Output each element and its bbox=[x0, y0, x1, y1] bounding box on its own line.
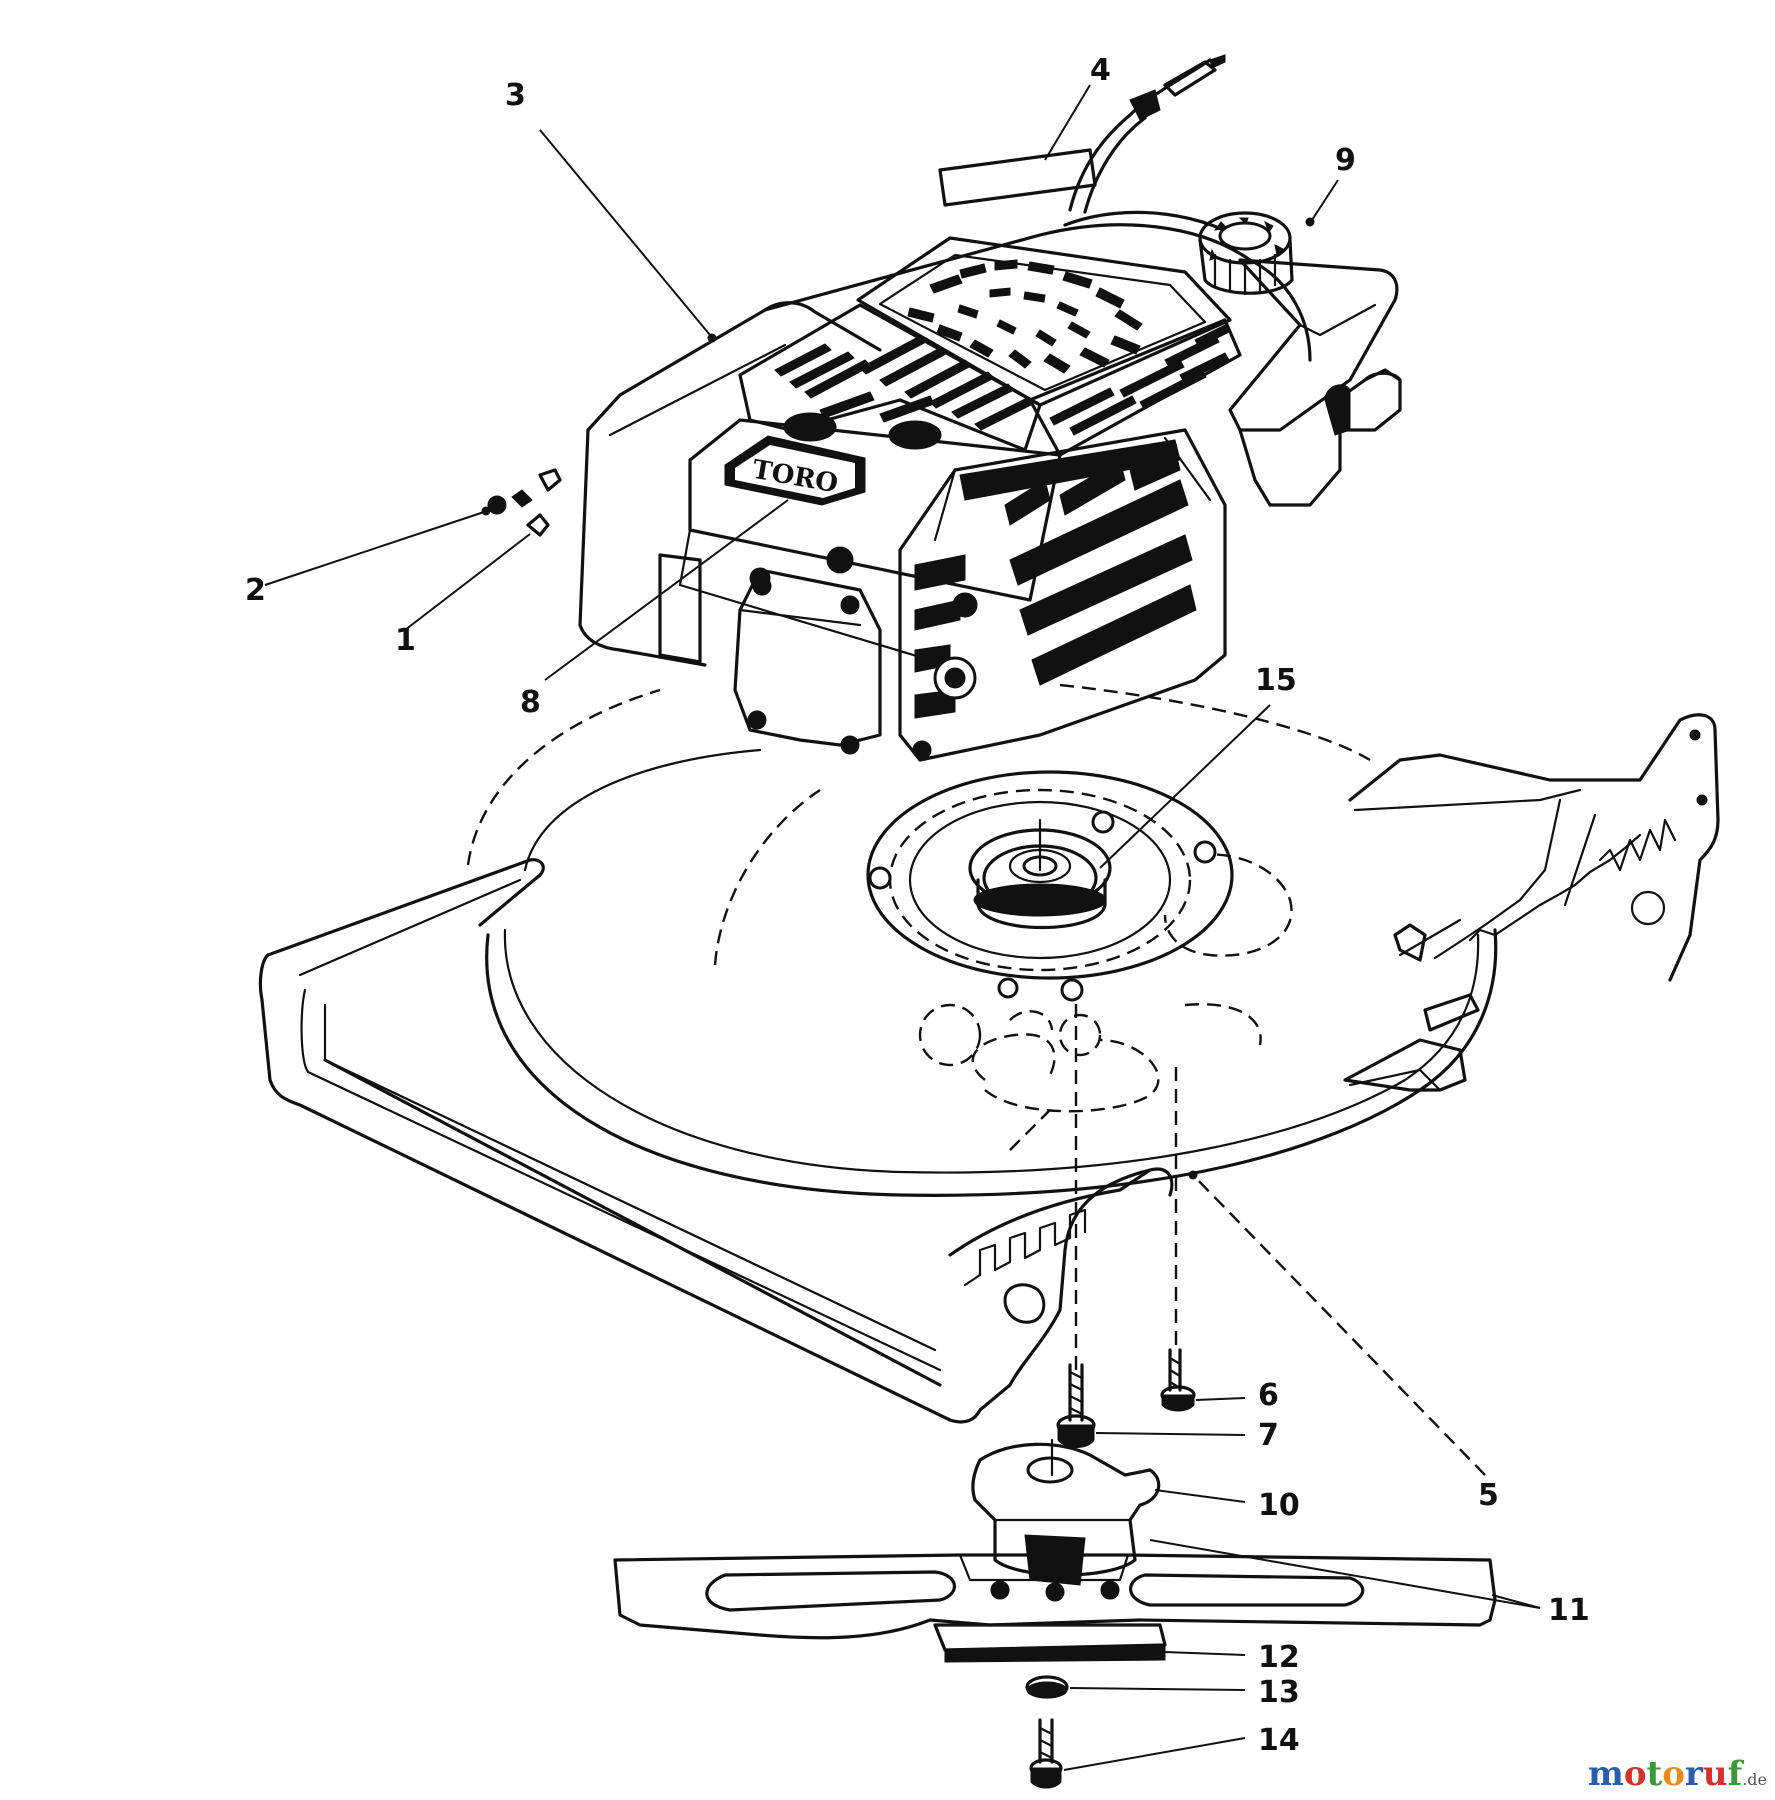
fuel-tank bbox=[1228, 258, 1399, 507]
callout-7: 7 bbox=[1258, 1418, 1279, 1453]
callout-6: 6 bbox=[1258, 1378, 1279, 1413]
watermark-letter: f bbox=[1727, 1754, 1743, 1794]
watermark-letter: o bbox=[1623, 1754, 1647, 1794]
muffler bbox=[898, 428, 1227, 762]
blade-adapter bbox=[971, 1438, 1161, 1586]
fuel-cap bbox=[1198, 211, 1294, 296]
watermark-letter: m bbox=[1587, 1754, 1624, 1794]
callout-11: 11 bbox=[1548, 1593, 1590, 1628]
blade-bolts-upper bbox=[1056, 1000, 1196, 1448]
pulley bbox=[968, 818, 1112, 930]
watermark-letter: u bbox=[1702, 1754, 1728, 1794]
callout-12: 12 bbox=[1258, 1640, 1300, 1675]
callout-15: 15 bbox=[1255, 663, 1297, 698]
shroud-grille-right bbox=[1028, 318, 1242, 457]
callout-4: 4 bbox=[1090, 53, 1111, 88]
blade bbox=[613, 1553, 1497, 1640]
watermark-letter: o bbox=[1662, 1754, 1685, 1794]
callout-10: 10 bbox=[1258, 1488, 1300, 1523]
watermark-letter: r bbox=[1684, 1754, 1703, 1794]
recoil-cover bbox=[856, 236, 1232, 407]
callout-3: 3 bbox=[505, 78, 526, 113]
callout-5: 5 bbox=[1478, 1478, 1499, 1513]
mower-deck bbox=[258, 683, 1720, 1424]
leader-lines bbox=[264, 84, 1541, 1771]
callout-14: 14 bbox=[1258, 1723, 1300, 1758]
engine: TORO bbox=[578, 54, 1402, 762]
callout-2: 2 bbox=[245, 573, 266, 608]
watermark-tld: .de bbox=[1742, 1770, 1767, 1789]
washer-and-bolt bbox=[1025, 1675, 1069, 1789]
watermark-letter: t bbox=[1646, 1754, 1663, 1794]
clip-and-bolt bbox=[487, 468, 562, 537]
shroud-grille-left bbox=[738, 303, 1042, 452]
callout-13: 13 bbox=[1258, 1675, 1300, 1710]
spindle-plate bbox=[866, 770, 1293, 1002]
toro-logo-plate: TORO bbox=[724, 435, 866, 506]
callout-8: 8 bbox=[520, 685, 541, 720]
callout-1: 1 bbox=[395, 623, 416, 658]
callout-9: 9 bbox=[1335, 143, 1356, 178]
motoruf-watermark: motoruf.de bbox=[1588, 1754, 1767, 1794]
callout-labels: 1 2 3 4 5 6 7 8 9 10 11 12 13 14 15 bbox=[245, 53, 1590, 1758]
decal-label bbox=[938, 148, 1097, 207]
